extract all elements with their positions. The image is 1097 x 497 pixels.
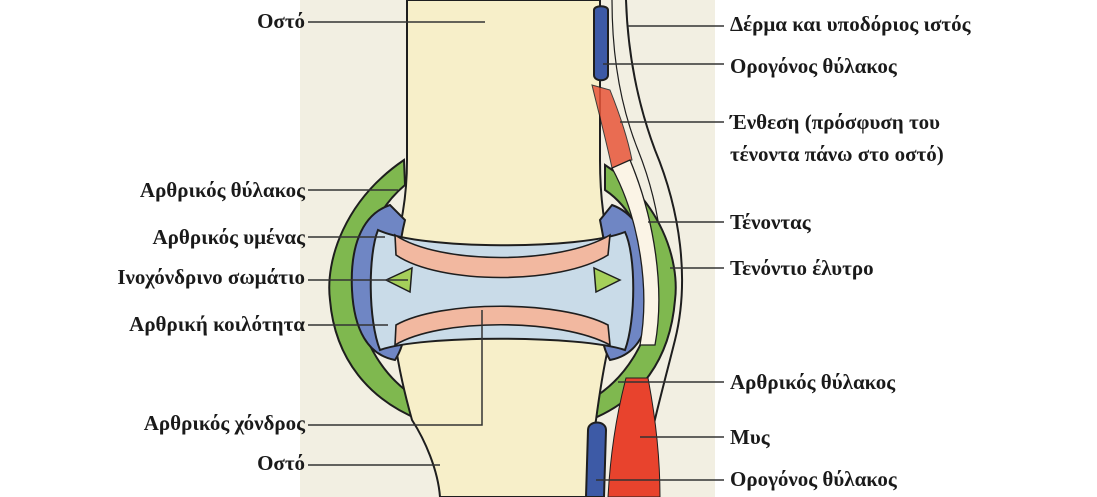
label-bursa-bottom: Ορογόνος θύλακος bbox=[730, 469, 897, 490]
upper-bone bbox=[395, 0, 610, 258]
bursa-top bbox=[594, 6, 608, 80]
label-enthesis-line2: τένοντα πάνω στο οστό) bbox=[730, 144, 944, 165]
label-tendon-sheath: Τενόντιο έλυτρο bbox=[730, 258, 874, 279]
bursa-bottom bbox=[586, 423, 606, 497]
label-joint-capsule-left: Αρθρικός θύλακος bbox=[140, 180, 305, 201]
label-muscle: Μυς bbox=[730, 427, 770, 448]
label-enthesis-line1: Ένθεση (πρόσφυση του bbox=[730, 112, 940, 133]
label-fibrocartilage-disc: Ινοχόνδρινο σωμάτιο bbox=[117, 267, 305, 288]
label-joint-cavity: Αρθρική κοιλότητα bbox=[129, 314, 305, 335]
label-skin: Δέρμα και υποδόριος ιστός bbox=[730, 14, 970, 35]
label-bone-bottom: Οστό bbox=[257, 453, 305, 474]
label-bursa-top: Ορογόνος θύλακος bbox=[730, 56, 897, 77]
label-bone-top: Οστό bbox=[257, 11, 305, 32]
label-synovial-membrane: Αρθρικός υμένας bbox=[152, 227, 305, 248]
label-articular-cartilage: Αρθρικός χόνδρος bbox=[144, 413, 305, 434]
label-tendon: Τένοντας bbox=[730, 212, 811, 233]
label-joint-capsule-right: Αρθρικός θύλακος bbox=[730, 372, 895, 393]
